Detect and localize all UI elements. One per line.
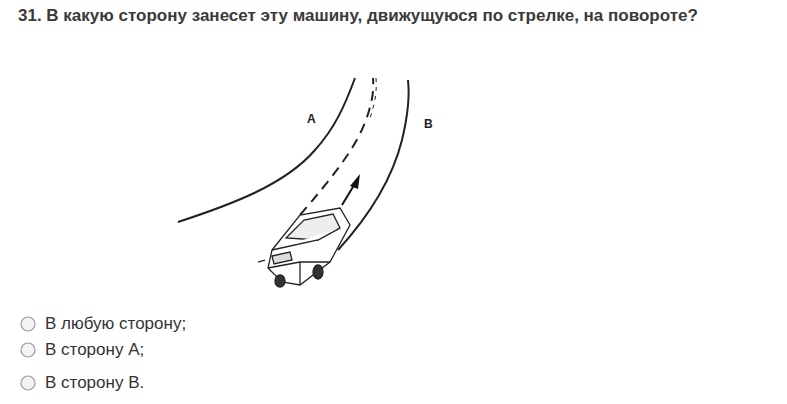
road-edge-left — [178, 78, 355, 222]
car-drawing — [258, 208, 350, 287]
road-center-line — [300, 78, 373, 215]
answer-option: В сторону В. — [45, 373, 144, 393]
answer-option: В сторону А; — [45, 340, 144, 360]
side-label: А — [307, 112, 316, 126]
answer-option: В любую сторону; — [45, 314, 186, 334]
road-center-line-2 — [370, 78, 376, 118]
side-label: В — [424, 117, 433, 131]
question-title: 31. В какую сторону занесет эту машину, … — [18, 4, 783, 28]
direction-arrowhead — [350, 174, 360, 189]
radio-buttons — [21, 317, 35, 390]
